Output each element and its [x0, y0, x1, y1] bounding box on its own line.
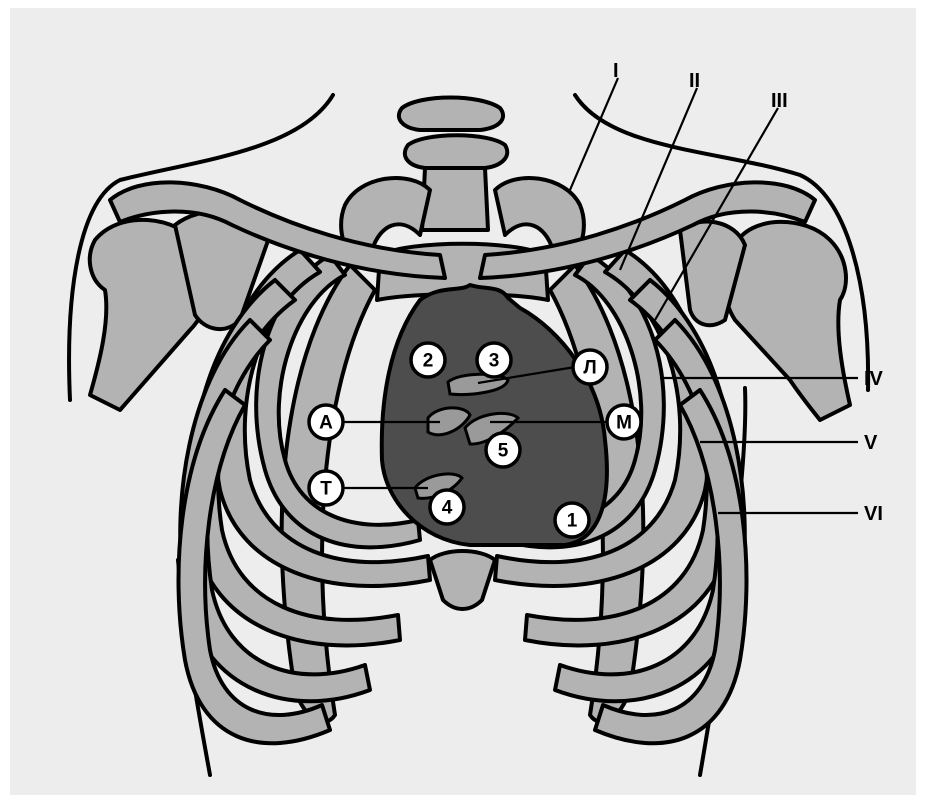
point-marker-4: 4 — [430, 490, 464, 524]
point-marker-1: 1 — [555, 503, 589, 537]
valve-label-m: М — [616, 413, 632, 434]
valve-label-a: А — [319, 413, 333, 434]
point-marker-5: 5 — [486, 433, 520, 467]
valve-label-l: Л — [583, 358, 596, 379]
point-label-4: 4 — [442, 498, 453, 519]
rib-label-2: II — [689, 70, 700, 92]
rib-label-5: V — [864, 432, 878, 454]
point-label-2: 2 — [423, 351, 434, 372]
rib-label-4: IV — [864, 368, 884, 390]
valve-marker-m: М — [607, 405, 641, 439]
valve-marker-t: Т — [309, 471, 343, 505]
rib-label-3: III — [771, 90, 788, 112]
valve-label-t: Т — [320, 479, 332, 500]
point-marker-2: 2 — [411, 343, 445, 377]
valve-marker-a: А — [309, 405, 343, 439]
point-marker-3: 3 — [477, 343, 511, 377]
point-label-1: 1 — [567, 511, 578, 532]
rib-label-6: VI — [864, 503, 883, 525]
valve-marker-l: Л — [573, 350, 607, 384]
point-label-3: 3 — [489, 351, 500, 372]
rib-label-1: I — [613, 60, 619, 82]
point-label-5: 5 — [498, 441, 509, 462]
